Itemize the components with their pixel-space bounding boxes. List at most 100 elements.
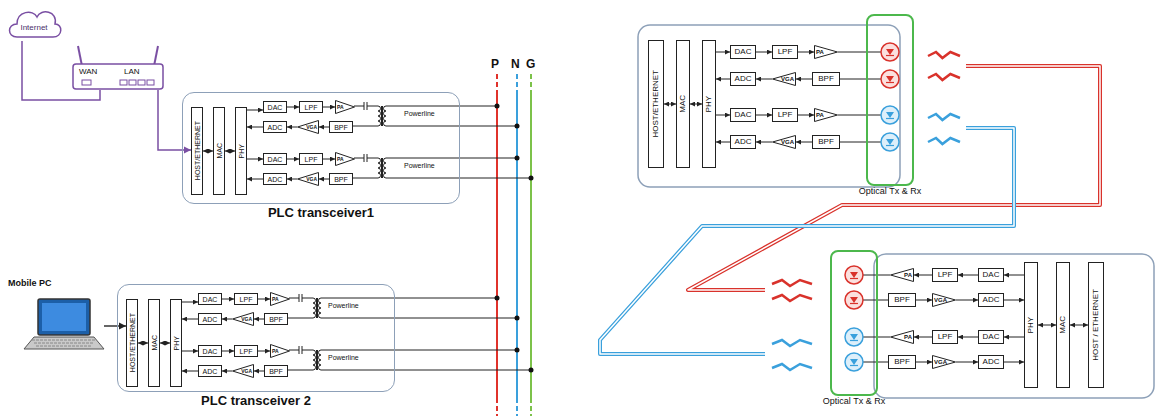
drawn-stroke (850, 340, 858, 341)
node-text: DAC (735, 111, 752, 119)
powerline-tap (321, 350, 517, 351)
node-text: VGA (241, 369, 252, 374)
secondary-coil (384, 158, 386, 178)
node-text: BPF (269, 316, 283, 323)
cloud-outline (10, 12, 61, 37)
drawn-stroke (289, 350, 313, 351)
triangle-outline (336, 101, 355, 114)
stack-box: HOST/ETHERNET (191, 107, 203, 195)
drawn-stroke (845, 291, 863, 309)
transformer-core (381, 106, 382, 126)
signal-connector (222, 371, 232, 372)
node-text: Mobile PC (8, 279, 52, 289)
block-box: LPF (299, 153, 323, 165)
triangle-outline (233, 365, 254, 378)
capacitor-plate (364, 102, 365, 110)
signal-connector (798, 52, 814, 53)
drawn-stroke (886, 49, 894, 55)
triangle-outline (773, 73, 796, 86)
signal-connector (258, 299, 270, 300)
amplifier-triangle: VGA (297, 120, 319, 134)
node-text: HOST/ETHERNET (129, 313, 136, 372)
block-box: LPF (932, 268, 958, 282)
drawn-stroke (289, 298, 313, 299)
amplifier-triangle: VGA (772, 72, 796, 86)
block-box: ADC (263, 121, 287, 133)
block-box: DAC (198, 293, 222, 305)
triangle-outline (933, 294, 956, 307)
signal-connector (1070, 325, 1088, 326)
signal-connector (22, 41, 100, 100)
amplifier-triangle: PA (814, 108, 838, 122)
triangle-outline (891, 269, 914, 282)
drawn-stroke (881, 43, 899, 61)
node-text: MAC (151, 335, 158, 351)
block-box: BPF (264, 313, 288, 325)
node-text: PA (272, 349, 279, 354)
block-box: LPF (772, 45, 798, 59)
optical-housings (638, 25, 1154, 398)
signal-connector (956, 362, 978, 363)
light-beam (928, 52, 960, 58)
junction-dot (529, 368, 534, 373)
amplifier-triangle: PA (335, 152, 355, 166)
primary-coil (313, 298, 316, 318)
capacitor-plate (302, 294, 303, 302)
drawn-stroke (886, 118, 894, 119)
drawn-stroke (850, 359, 858, 365)
junction-dot (495, 296, 500, 301)
signal-connector (319, 127, 329, 128)
stack-box: PHY (235, 107, 247, 195)
block-box: BPF (812, 72, 840, 86)
light-beam (772, 280, 812, 286)
signal-connector (287, 179, 297, 180)
triangle-outline (336, 153, 355, 166)
laptop-illustration (22, 295, 104, 353)
signal-connector (222, 351, 234, 352)
transformer-core (382, 106, 383, 126)
block-box: DAC (730, 108, 756, 122)
block-box: DAC (263, 153, 287, 165)
block-box: BPF (888, 293, 916, 307)
drawn-stroke (845, 353, 863, 371)
drawn-stroke (850, 334, 858, 340)
photodiode-symbol (845, 353, 863, 371)
stack-box: PHY (170, 299, 182, 387)
triangle-outline (271, 345, 290, 358)
block-box: LPF (932, 330, 958, 344)
signal-connector (203, 151, 213, 152)
drawn-stroke (38, 299, 90, 335)
secondary-coil (319, 298, 321, 318)
light-beam (928, 114, 960, 120)
block-box: ADC (730, 135, 756, 149)
stack-box: HOST / ETHERNET (1088, 262, 1104, 388)
triangle-outline (891, 331, 914, 344)
amplifier-triangle: VGA (232, 312, 254, 326)
signal-connector (1004, 300, 1024, 301)
triangle-outline (271, 293, 290, 306)
transceiver-box: PLC transceiver1HOST/ETHERNETMACPHYDACLP… (182, 92, 460, 204)
triangle-outline (298, 121, 319, 134)
junction-dot (515, 124, 520, 129)
triangle-outline (815, 109, 838, 122)
transformer-symbol (287, 294, 321, 318)
capacitor-plate (299, 294, 300, 302)
triangle-outline (233, 313, 254, 326)
signal-connector (664, 104, 676, 105)
node-text: DAC (203, 296, 218, 303)
block-box: ADC (263, 173, 287, 185)
secondary-coil (319, 350, 321, 370)
block-box: DAC (730, 45, 756, 59)
signal-connector (958, 275, 978, 276)
router-port (138, 80, 145, 85)
signal-connector (225, 151, 235, 152)
drawn-stroke (845, 328, 863, 346)
signal-connector (182, 319, 198, 320)
signal-connector (756, 79, 772, 80)
powerline-tap (321, 298, 497, 299)
node-text: HOST/ETHERNET (652, 70, 660, 138)
primary-coil (378, 158, 381, 178)
node-text: ADC (735, 75, 752, 83)
primary-coil (378, 106, 381, 126)
secondary-coil (384, 106, 386, 126)
